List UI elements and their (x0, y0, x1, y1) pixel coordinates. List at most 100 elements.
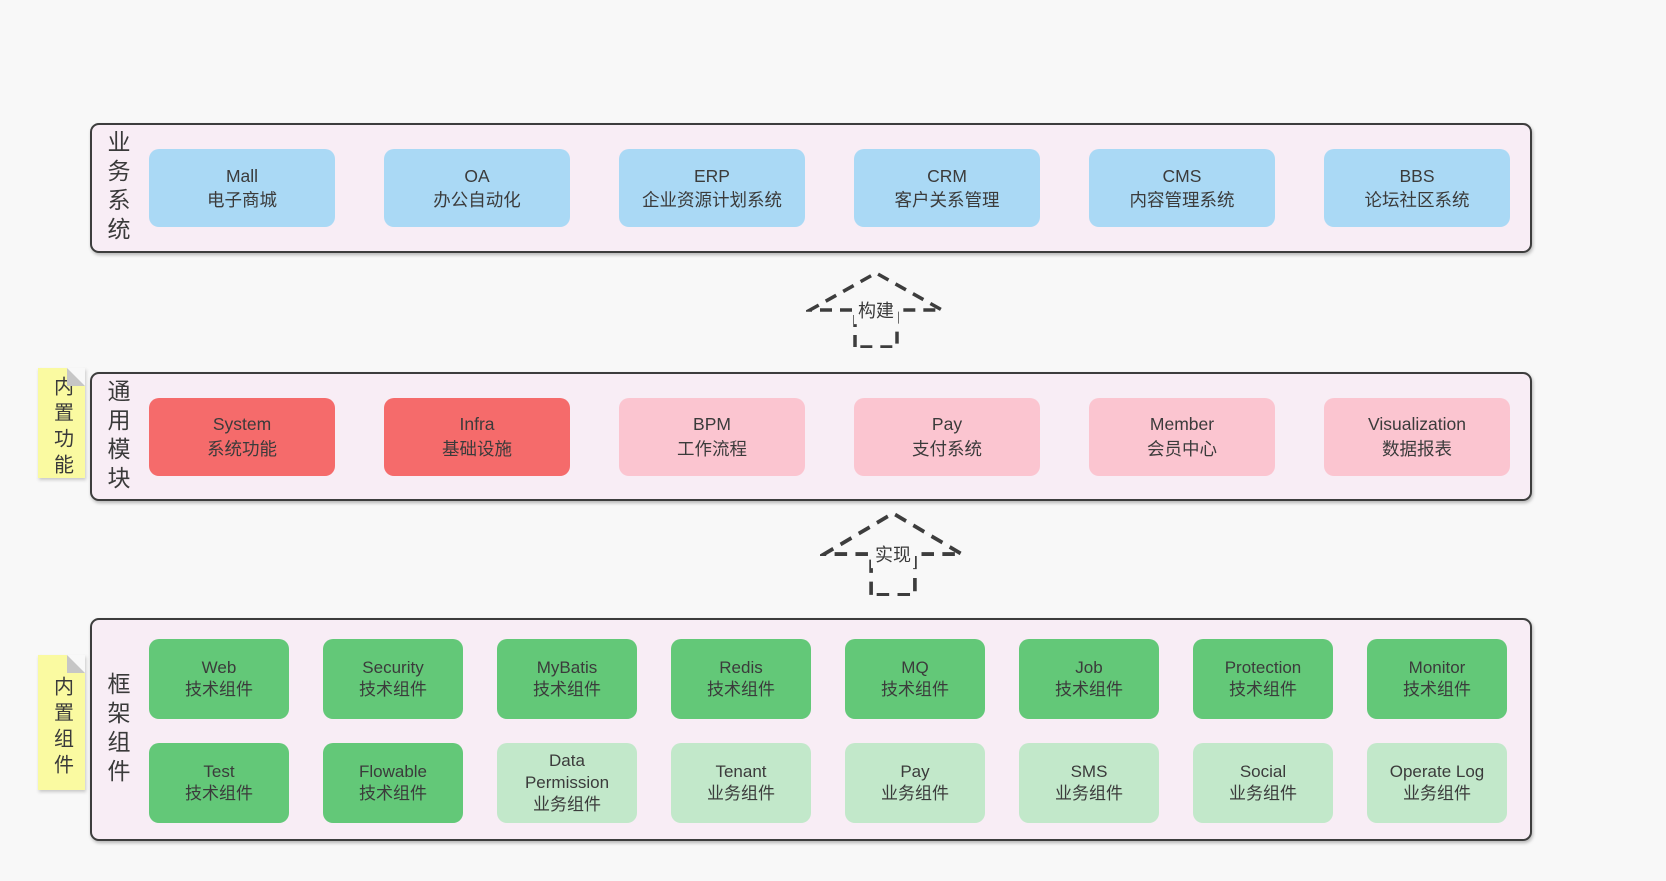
box-title: Monitor (1408, 657, 1466, 677)
box-visualization: Visualization 数据报表 (1324, 397, 1510, 476)
box-pay: Pay 支付系统 (854, 397, 1040, 476)
box-title: BPM (693, 414, 731, 435)
box-subtitle: 系统功能 (207, 438, 277, 459)
note-text: 内置功能 (50, 376, 73, 480)
box-monitor: Monitor 技术组件 (1367, 639, 1507, 719)
arrow-label-implement: 实现 (871, 540, 915, 569)
box-subtitle: 数据报表 (1382, 438, 1452, 459)
box-title: BBS (1399, 165, 1435, 186)
box-subtitle: 业务组件 (1229, 784, 1297, 803)
box-bbs: BBS 论坛社区系统 (1324, 149, 1510, 227)
box-title: Tenant (715, 761, 767, 781)
box-protection: Protection 技术组件 (1193, 639, 1333, 719)
box-system: System 系统功能 (149, 397, 335, 476)
box-title: Flowable (358, 761, 428, 781)
box-job: Job 技术组件 (1019, 639, 1159, 719)
box-subtitle: 业务组件 (1055, 784, 1123, 803)
box-title: Test (203, 761, 235, 781)
box-subtitle: 技术组件 (185, 784, 253, 803)
box-subtitle: 论坛社区系统 (1364, 190, 1470, 210)
box-subtitle: 办公自动化 (433, 190, 521, 210)
box-oa: OA 办公自动化 (384, 149, 570, 227)
box-title: Infra (459, 414, 495, 435)
box-subtitle: 技术组件 (707, 680, 775, 699)
box-title: CMS (1162, 165, 1202, 186)
panel-label-components: 框架组件 (104, 671, 130, 788)
box-subtitle: 业务组件 (881, 784, 949, 803)
box-flowable: Flowable 技术组件 (323, 743, 463, 823)
panel-label-modules: 通用模块 (104, 378, 130, 495)
box-title: Job (1075, 657, 1103, 677)
box-title: Web (201, 657, 237, 677)
business-systems-panel: 业务系统 Mall 电子商城 OA 办公自动化 ERP 企业资源计划系统 CRM… (90, 123, 1532, 253)
up-arrow-icon (806, 270, 946, 348)
box-mall: Mall 电子商城 (149, 149, 335, 227)
box-subtitle: 技术组件 (359, 680, 427, 699)
box-subtitle: 内容管理系统 (1129, 190, 1235, 210)
box-subtitle: 业务组件 (707, 784, 775, 803)
box-title: CRM (927, 165, 967, 186)
box-title: MQ (901, 657, 929, 677)
box-redis: Redis 技术组件 (671, 639, 811, 719)
box-subtitle: 技术组件 (1403, 680, 1471, 699)
box-title: Social (1239, 761, 1287, 781)
box-mybatis: MyBatis 技术组件 (497, 639, 637, 719)
box-operate-log: Operate Log 业务组件 (1367, 743, 1507, 823)
box-title: Visualization (1368, 414, 1466, 435)
box-infra: Infra 基础设施 (384, 397, 570, 476)
box-title: OA (464, 165, 490, 186)
common-modules-panel: 通用模块 System 系统功能 Infra 基础设施 BPM 工作流程 Pay… (90, 372, 1532, 501)
box-cms: CMS 内容管理系统 (1089, 149, 1275, 227)
box-title: ERP (694, 165, 730, 186)
box-title: Operate Log (1389, 761, 1485, 781)
box-title: Protection (1224, 657, 1302, 677)
modules-box-row: System 系统功能 Infra 基础设施 BPM 工作流程 Pay 支付系统… (149, 374, 1510, 499)
box-subtitle: 会员中心 (1147, 438, 1217, 459)
box-subtitle: 电子商城 (207, 190, 277, 210)
box-title: Data Permission (524, 750, 610, 792)
box-title: System (212, 414, 272, 435)
box-tenant: Tenant 业务组件 (671, 743, 811, 823)
box-subtitle: 业务组件 (533, 795, 601, 815)
box-subtitle: 支付系统 (912, 438, 982, 459)
box-subtitle: 业务组件 (1403, 784, 1471, 803)
components-grid: Web 技术组件 Security 技术组件 MyBatis 技术组件 Redi… (149, 639, 1507, 823)
box-title: Pay (931, 414, 963, 435)
box-erp: ERP 企业资源计划系统 (619, 149, 805, 227)
box-subtitle: 基础设施 (442, 438, 512, 459)
implement-arrow: 实现 (820, 510, 966, 596)
framework-components-panel: 框架组件 Web 技术组件 Security 技术组件 MyBatis 技术组件… (90, 618, 1532, 841)
sticky-note-built-in-components: 内置组件 (38, 655, 85, 790)
box-sms: SMS 业务组件 (1019, 743, 1159, 823)
up-arrow-icon (820, 511, 966, 596)
components-row-1: Web 技术组件 Security 技术组件 MyBatis 技术组件 Redi… (149, 639, 1507, 719)
box-title: MyBatis (536, 657, 598, 677)
sticky-note-built-in-functions: 内置功能 (38, 368, 85, 480)
arrow-label-build: 构建 (854, 296, 898, 325)
box-test: Test 技术组件 (149, 743, 289, 823)
box-subtitle: 技术组件 (359, 784, 427, 803)
box-subtitle: 技术组件 (881, 680, 949, 699)
box-social: Social 业务组件 (1193, 743, 1333, 823)
panel-label-business: 业务系统 (104, 130, 130, 246)
box-data-permission: Data Permission 业务组件 (497, 743, 637, 823)
box-subtitle: 客户关系管理 (894, 190, 1000, 210)
box-title: Mall (225, 165, 259, 186)
box-subtitle: 工作流程 (677, 438, 747, 459)
box-security: Security 技术组件 (323, 639, 463, 719)
box-subtitle: 技术组件 (533, 680, 601, 699)
box-member: Member 会员中心 (1089, 397, 1275, 476)
box-subtitle: 技术组件 (185, 680, 253, 699)
box-pay-component: Pay 业务组件 (845, 743, 985, 823)
box-title: Redis (719, 657, 763, 677)
box-mq: MQ 技术组件 (845, 639, 985, 719)
box-subtitle: 技术组件 (1229, 680, 1297, 699)
box-title: SMS (1070, 761, 1108, 781)
note-text: 内置组件 (50, 675, 73, 780)
box-title: Pay (900, 761, 930, 781)
box-title: Security (362, 657, 424, 677)
box-bpm: BPM 工作流程 (619, 397, 805, 476)
box-crm: CRM 客户关系管理 (854, 149, 1040, 227)
box-web: Web 技术组件 (149, 639, 289, 719)
